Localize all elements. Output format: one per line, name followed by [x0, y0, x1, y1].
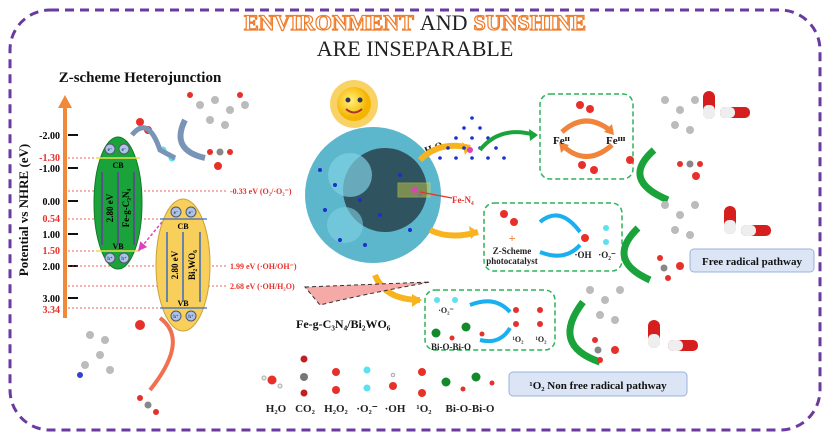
singlet-oxygen-label: ¹O₂ — [512, 335, 524, 344]
non-free-radical-pathway-badge: ¹O₂ Non free radical pathway — [508, 371, 688, 397]
svg-text:3.00: 3.00 — [43, 294, 61, 305]
legend-hydroxyl: ·OH — [385, 372, 406, 415]
legend-singlet-oxygen: ¹O₂ — [416, 368, 432, 415]
hole: h⁺ — [188, 314, 194, 320]
band-edge-label: 0.54 — [43, 214, 61, 225]
fe-n4-label: Fe-N₄ — [452, 195, 474, 205]
photocatalyst-label: photocatalyst — [486, 256, 538, 266]
svg-text:¹O₂: ¹O₂ — [416, 403, 432, 415]
band-edge-label: 3.34 — [43, 305, 61, 316]
electron: e⁻ — [122, 148, 127, 153]
heading-z-scheme: Z-scheme Heterojunction — [59, 70, 222, 86]
hole: h⁺ — [107, 256, 113, 262]
material-name: Bi₂WO₆ — [187, 250, 197, 280]
z-scheme-transfer-arrow — [138, 221, 163, 252]
tick: 1.00 — [43, 230, 78, 241]
cb-label: CB — [112, 161, 124, 170]
catalyst-particle — [305, 127, 441, 263]
axis-arrowhead — [58, 95, 72, 108]
free-radical-pathway-badge: Free radical pathway — [689, 248, 815, 273]
tick: -2.00 — [39, 131, 78, 142]
band-edge-label: -1.30 — [39, 153, 60, 164]
band-gap: 2.80 eV — [170, 250, 180, 279]
pollutant-molecule-bottom — [77, 320, 145, 378]
vb-label: VB — [112, 242, 124, 251]
legend-h2o2: H₂O₂ — [324, 368, 349, 415]
green-arrow — [478, 130, 536, 152]
potential-oh-oh: 1.99 eV (·OH/OH⁻) — [230, 262, 297, 271]
co2-h2o-products — [137, 395, 159, 415]
legend-bi-o-bi-o: Bi-O-Bi-O — [441, 372, 495, 415]
potential-o2: -0.33 eV (O₂/·O₂⁻) — [230, 187, 292, 196]
catalyst-label: Fe-g-C₃N₄/Bi₂WO₆ — [296, 317, 391, 331]
smiling-sun-icon — [330, 80, 378, 128]
fe-n4-pointer — [419, 191, 453, 199]
svg-text:·O₂⁻: ·O₂⁻ — [356, 403, 378, 415]
pollutant-capsules — [586, 91, 771, 351]
zscheme-label: Z-Scheme — [493, 246, 532, 256]
svg-text:-1.00: -1.00 — [39, 164, 60, 175]
tick: 2.00 — [43, 262, 78, 273]
y-axis-label: Potential vs NHRE (eV) — [16, 144, 31, 277]
superoxide-label: ·O₂⁻ — [438, 306, 454, 315]
vb-label: VB — [177, 299, 189, 308]
potential-oh-h2o: 2.68 eV (·OH/H₂O) — [230, 282, 295, 291]
svg-text:0.00: 0.00 — [43, 197, 61, 208]
tick: -1.00 — [39, 164, 78, 175]
fe-g-c3n4-band: e⁻ e⁻ h⁺ h⁺ CB VB 2.80 eV Fe-g-C₃N₄ — [93, 136, 143, 270]
oh-radical-label: ·OH — [574, 250, 591, 260]
electron: e⁻ — [174, 211, 179, 216]
svg-text:H₂O: H₂O — [266, 403, 287, 415]
co2-h2o-products — [207, 148, 233, 170]
band-edge-label: 1.50 — [43, 246, 61, 257]
hole: h⁺ — [121, 256, 127, 262]
svg-text:2.00: 2.00 — [43, 262, 61, 273]
material-name: Fe-g-C₃N₄ — [121, 189, 131, 228]
tick: 0.00 — [43, 197, 78, 208]
svg-text:1.00: 1.00 — [43, 230, 61, 241]
svg-text:·OH: ·OH — [385, 403, 406, 415]
band-gap: 2.80 eV — [105, 193, 115, 222]
legend-superoxide: ·O₂⁻ — [356, 366, 378, 415]
singlet-oxygen-label: ¹O₂ — [535, 335, 547, 344]
fe-ii-label: Feᴵᴵ — [553, 135, 570, 147]
electron: e⁻ — [108, 148, 113, 153]
plus-icon: + — [509, 231, 516, 245]
electron: e⁻ — [189, 211, 194, 216]
zscheme-box: + Z-Scheme photocatalyst ·OH ·O₂⁻ — [483, 202, 623, 272]
pink-transfer-arrow — [303, 281, 431, 306]
legend-h2o: H₂O — [261, 375, 287, 415]
svg-text:¹O₂ Non free radical pathway: ¹O₂ Non free radical pathway — [529, 380, 667, 392]
singlet-oxygen-box: ·O₂⁻ Bi-O-Bi-O ¹O₂ ¹O₂ — [424, 289, 556, 352]
title-line-2: ARE INSEPARABLE — [317, 36, 514, 61]
bi2wo6-band: e⁻ e⁻ h⁺ h⁺ CB VB 2.80 eV Bi₂WO₆ — [155, 198, 211, 332]
svg-text:-2.00: -2.00 — [39, 131, 60, 142]
dashed-border — [8, 8, 822, 432]
superoxide-label: ·O₂⁻ — [598, 250, 616, 260]
bi-o-bi-o-label: Bi-O-Bi-O — [431, 342, 471, 352]
fenton-cycle-box: Feᴵᴵ Feᴵᴵᴵ — [539, 93, 634, 180]
svg-text:H₂O₂: H₂O₂ — [324, 403, 348, 415]
green-arrow — [620, 225, 652, 284]
pollutant-molecule — [187, 92, 249, 129]
legend-co2: CO₂ — [295, 355, 316, 415]
curved-arrow — [148, 316, 175, 392]
svg-text:CO₂: CO₂ — [295, 403, 316, 415]
tick: 3.00 — [43, 294, 78, 305]
svg-text:Free radical pathway: Free radical pathway — [702, 256, 803, 268]
co2-h2o-products — [592, 160, 703, 363]
axis-ticks: -2.00 -1.00 0.00 1.00 2.00 3.00 -1.30 0.… — [39, 131, 78, 316]
cb-label: CB — [177, 222, 189, 231]
svg-text:Bi-O-Bi-O: Bi-O-Bi-O — [446, 403, 495, 415]
curved-arrow — [130, 125, 177, 161]
molecule-legend: H₂O CO₂ H₂O₂ ·O₂⁻ ·OH ¹O₂ Bi-O-Bi-O — [261, 355, 495, 415]
green-arrow — [566, 299, 602, 366]
fe-iii-label: Feᴵᴵᴵ — [606, 135, 626, 147]
hole: h⁺ — [173, 314, 179, 320]
green-arrow — [636, 147, 670, 204]
curved-arrow — [177, 118, 206, 161]
